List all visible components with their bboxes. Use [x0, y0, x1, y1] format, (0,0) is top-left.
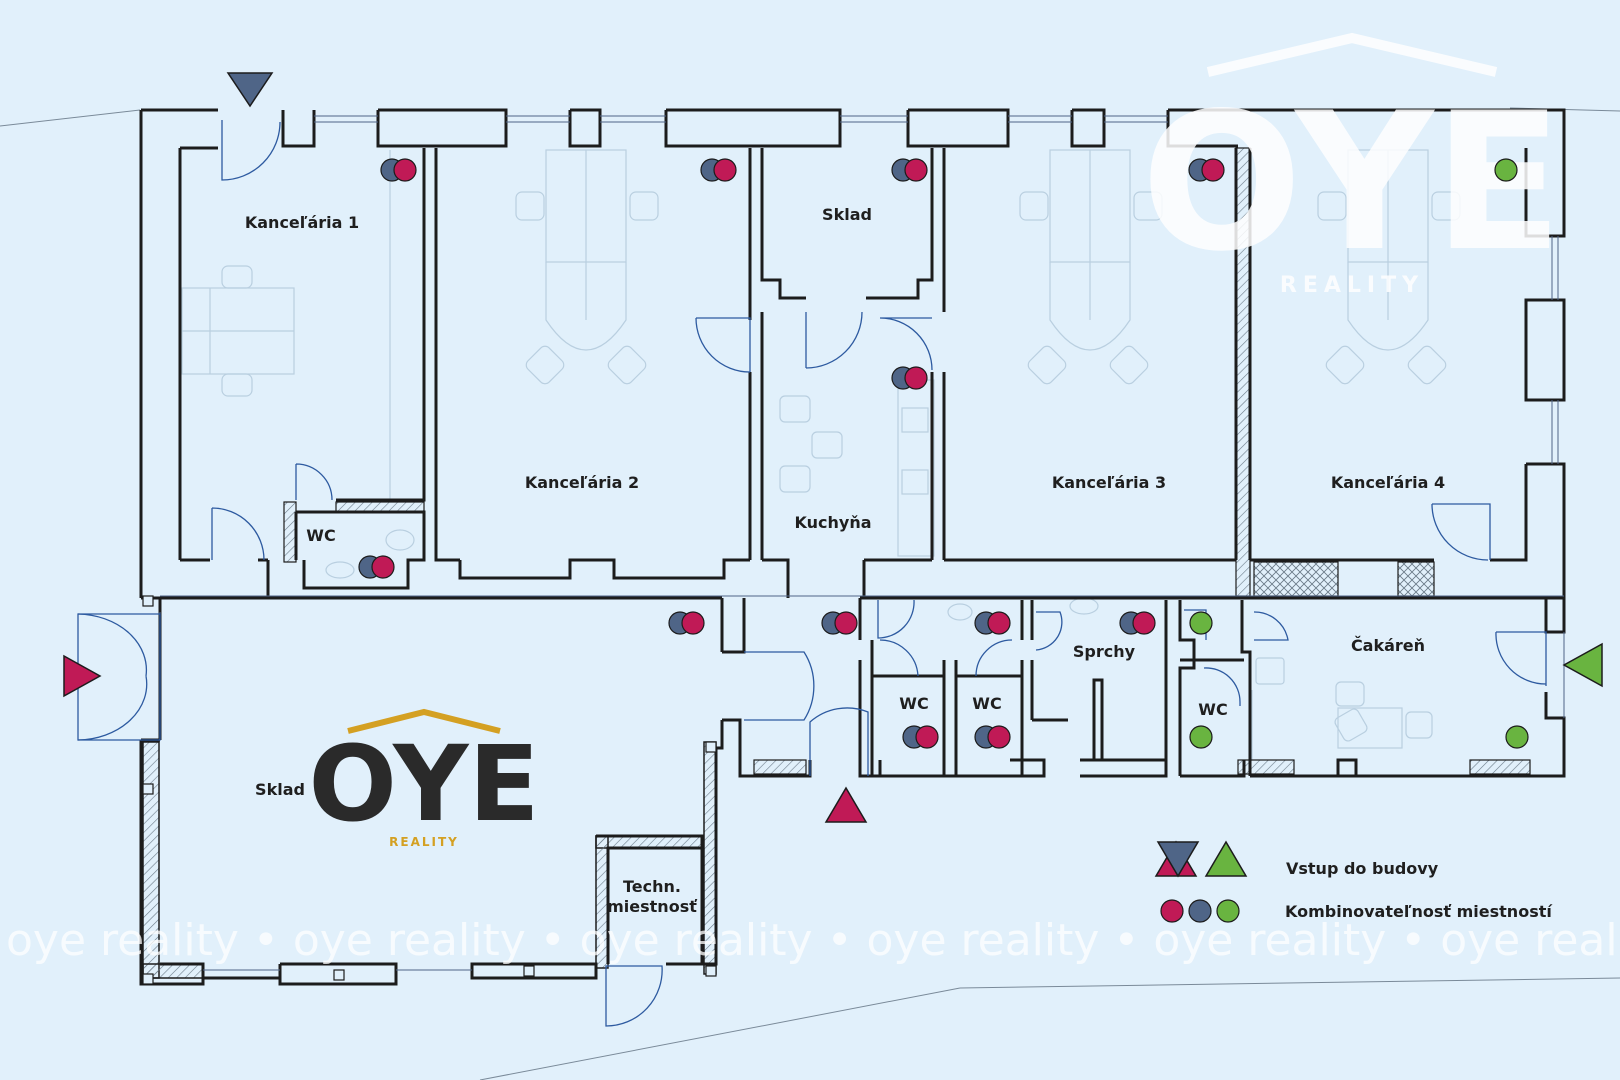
- marker-wc-hall: [974, 611, 1011, 635]
- marker-wc-c-top: [1189, 611, 1213, 635]
- room-label-wc-b: WC: [972, 694, 1001, 713]
- legend-combinability-label: Kombinovateľnosť miestností: [1285, 902, 1553, 921]
- pillars: [142, 595, 717, 985]
- marker-wc-c: [1189, 725, 1213, 749]
- combinability-markers: [358, 158, 1529, 749]
- room-label-kitchen: Kuchyňa: [795, 513, 872, 532]
- room-label-office4: Kanceľária 4: [1331, 473, 1445, 492]
- room-label-wc-c: WC: [1198, 700, 1227, 719]
- marker-showers: [1119, 611, 1156, 635]
- oye-logo: OYE REALITY: [308, 708, 540, 849]
- watermark-wordmark: OYE: [1141, 72, 1563, 293]
- room-label-tech-line1: Techn.: [623, 877, 681, 896]
- watermark-logo: OYE REALITY: [1141, 32, 1563, 298]
- marker-office3: [1188, 158, 1225, 182]
- marker-storage-top: [891, 158, 928, 182]
- watermark-text: oye reality • oye reality • oye reality …: [6, 915, 1620, 966]
- room-label-office1: Kanceľária 1: [245, 213, 359, 232]
- marker-office2: [700, 158, 737, 182]
- room-label-wc-a: WC: [899, 694, 928, 713]
- marker-office1: [380, 158, 417, 182]
- room-label-office3: Kanceľária 3: [1052, 473, 1166, 492]
- room-label-storage-large: Sklad: [255, 780, 305, 799]
- logo-wordmark: OYE: [308, 723, 539, 845]
- room-label-showers: Sprchy: [1073, 642, 1136, 661]
- logo-subtitle: REALITY: [389, 835, 459, 849]
- room-label-tech-line2: miestnosť: [607, 897, 698, 916]
- room-label-storage-top: Sklad: [822, 205, 872, 224]
- marker-kitchen: [891, 366, 928, 390]
- room-labels: Kanceľária 1 Kanceľária 2 Sklad Kuchyňa …: [245, 205, 1445, 916]
- entrance-triangle-left: [63, 654, 102, 698]
- room-label-office2: Kanceľária 2: [525, 473, 639, 492]
- marker-storage-large: [668, 611, 705, 635]
- legend-entrance-icons: [1154, 840, 1248, 878]
- watermark-subtitle: REALITY: [1280, 273, 1424, 298]
- legend-entrance-label: Vstup do budovy: [1286, 859, 1439, 878]
- walls: [139, 108, 1566, 986]
- marker-wc-office1: [358, 555, 395, 579]
- room-label-waiting: Čakáreň: [1351, 636, 1425, 655]
- doors: [77, 120, 1547, 1027]
- marker-wc-a: [902, 725, 939, 749]
- hatched-walls: [142, 147, 1531, 979]
- entrance-triangle-top: [226, 72, 274, 108]
- marker-waiting: [1505, 725, 1529, 749]
- entrance-markers: [63, 72, 1603, 823]
- marker-office4: [1494, 158, 1518, 182]
- marker-corridor: [821, 611, 858, 635]
- legend: Vstup do budovy Kombinovateľnosť miestno…: [1154, 840, 1553, 923]
- room-label-wc-office1: WC: [306, 526, 335, 545]
- entrance-triangle-right: [1562, 642, 1603, 688]
- logo-roof: [347, 708, 501, 734]
- entrance-triangle-bottom: [824, 786, 868, 823]
- legend-combinability-icons: [1160, 899, 1240, 923]
- marker-wc-b: [974, 725, 1011, 749]
